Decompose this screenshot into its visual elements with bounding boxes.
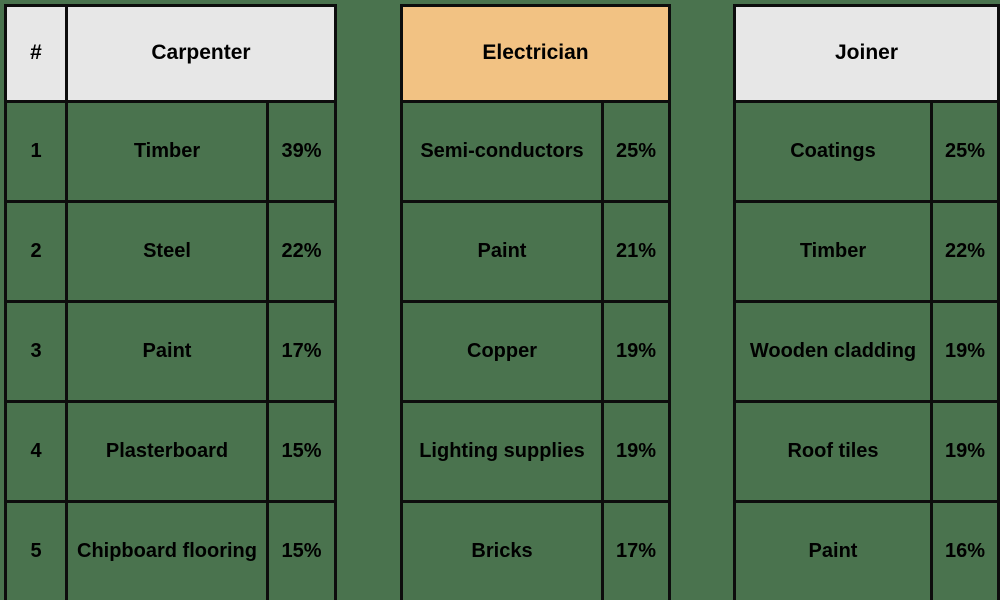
value-cell: 19%: [933, 303, 997, 400]
value-cell: 19%: [933, 403, 997, 500]
material-cell: Steel: [68, 203, 266, 300]
material-cell: Plasterboard: [68, 403, 266, 500]
rank-cell: 2: [7, 203, 65, 300]
rank-cell: 5: [7, 503, 65, 600]
value-cell: 15%: [269, 403, 334, 500]
rank-cell: 3: [7, 303, 65, 400]
material-cell: Roof tiles: [736, 403, 930, 500]
material-cell: Paint: [736, 503, 930, 600]
rank-cell: 1: [7, 103, 65, 200]
value-cell: 25%: [604, 103, 668, 200]
value-cell: 16%: [933, 503, 997, 600]
value-cell: 19%: [604, 303, 668, 400]
value-cell: 17%: [269, 303, 334, 400]
rank-cell: 4: [7, 403, 65, 500]
value-cell: 22%: [933, 203, 997, 300]
material-cell: Lighting supplies: [403, 403, 601, 500]
value-cell: 17%: [604, 503, 668, 600]
material-cell: Semi-conductors: [403, 103, 601, 200]
carpenter-table-title: Carpenter: [68, 7, 334, 100]
joiner-table: Joiner Coatings 25% Timber 22% Wooden cl…: [733, 4, 1000, 600]
material-cell: Timber: [68, 103, 266, 200]
material-cell: Chipboard flooring: [68, 503, 266, 600]
value-cell: 25%: [933, 103, 997, 200]
material-cell: Timber: [736, 203, 930, 300]
value-cell: 19%: [604, 403, 668, 500]
electrician-table: Electrician Semi-conductors 25% Paint 21…: [400, 4, 671, 600]
value-cell: 15%: [269, 503, 334, 600]
material-cell: Paint: [68, 303, 266, 400]
value-cell: 22%: [269, 203, 334, 300]
value-cell: 39%: [269, 103, 334, 200]
material-cell: Bricks: [403, 503, 601, 600]
material-cell: Wooden cladding: [736, 303, 930, 400]
electrician-table-title: Electrician: [403, 7, 668, 100]
material-cell: Copper: [403, 303, 601, 400]
material-cell: Paint: [403, 203, 601, 300]
material-cell: Coatings: [736, 103, 930, 200]
value-cell: 21%: [604, 203, 668, 300]
carpenter-table: # Carpenter 1 Timber 39% 2 Steel 22% 3 P…: [4, 4, 337, 600]
joiner-table-title: Joiner: [736, 7, 997, 100]
carpenter-rank-header: #: [7, 7, 65, 100]
